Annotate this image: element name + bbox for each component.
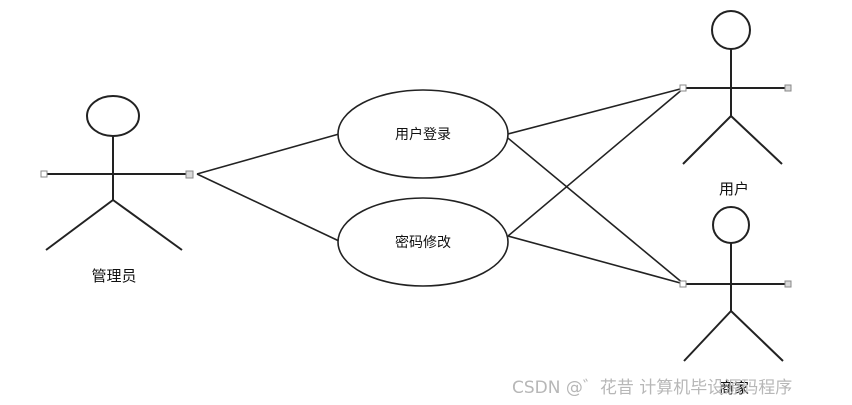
assoc-password-merchant: [507, 235, 685, 285]
actor-user-head: [711, 10, 751, 50]
use-case-password-shape: [337, 197, 509, 287]
actor-admin-head: [86, 95, 140, 137]
assoc-login-merchant: [502, 133, 685, 285]
actor-admin-left-leg: [45, 199, 114, 251]
use-case-login-label: 用户登录: [395, 126, 451, 143]
actor-user-right-leg: [730, 115, 783, 165]
actor-user-left-leg: [682, 115, 732, 165]
actor-admin[interactable]: [45, 95, 189, 251]
actor-admin-right-handle[interactable]: [185, 170, 194, 179]
assoc-password-user: [507, 87, 685, 237]
use-case-password-label: 密码修改: [395, 234, 451, 251]
actor-user[interactable]: [682, 10, 787, 165]
actor-merchant-head: [712, 206, 750, 244]
actor-merchant-left-handle[interactable]: [679, 280, 687, 288]
actor-merchant-label: 商家: [719, 379, 749, 397]
actor-merchant-right-handle[interactable]: [784, 280, 792, 288]
use-case-password[interactable]: 密码修改: [337, 197, 509, 287]
actor-merchant-right-leg: [730, 310, 784, 362]
actor-merchant-left-leg: [683, 310, 732, 362]
actor-merchant[interactable]: [683, 206, 787, 362]
actor-admin-label: 管理员: [91, 267, 136, 285]
assoc-login-user: [507, 87, 685, 135]
use-case-login[interactable]: 用户登录: [337, 89, 509, 179]
actor-user-right-handle[interactable]: [784, 84, 792, 92]
watermark: CSDN @゛花昔 计算机毕设源码程序: [512, 378, 792, 398]
actor-admin-left-handle[interactable]: [40, 170, 48, 178]
use-case-login-shape: [337, 89, 509, 179]
actor-user-label: 用户: [719, 180, 749, 198]
actor-admin-right-leg: [112, 199, 183, 251]
assoc-admin-password: [196, 173, 340, 242]
actor-user-left-handle[interactable]: [679, 84, 687, 92]
assoc-admin-login: [196, 133, 340, 175]
